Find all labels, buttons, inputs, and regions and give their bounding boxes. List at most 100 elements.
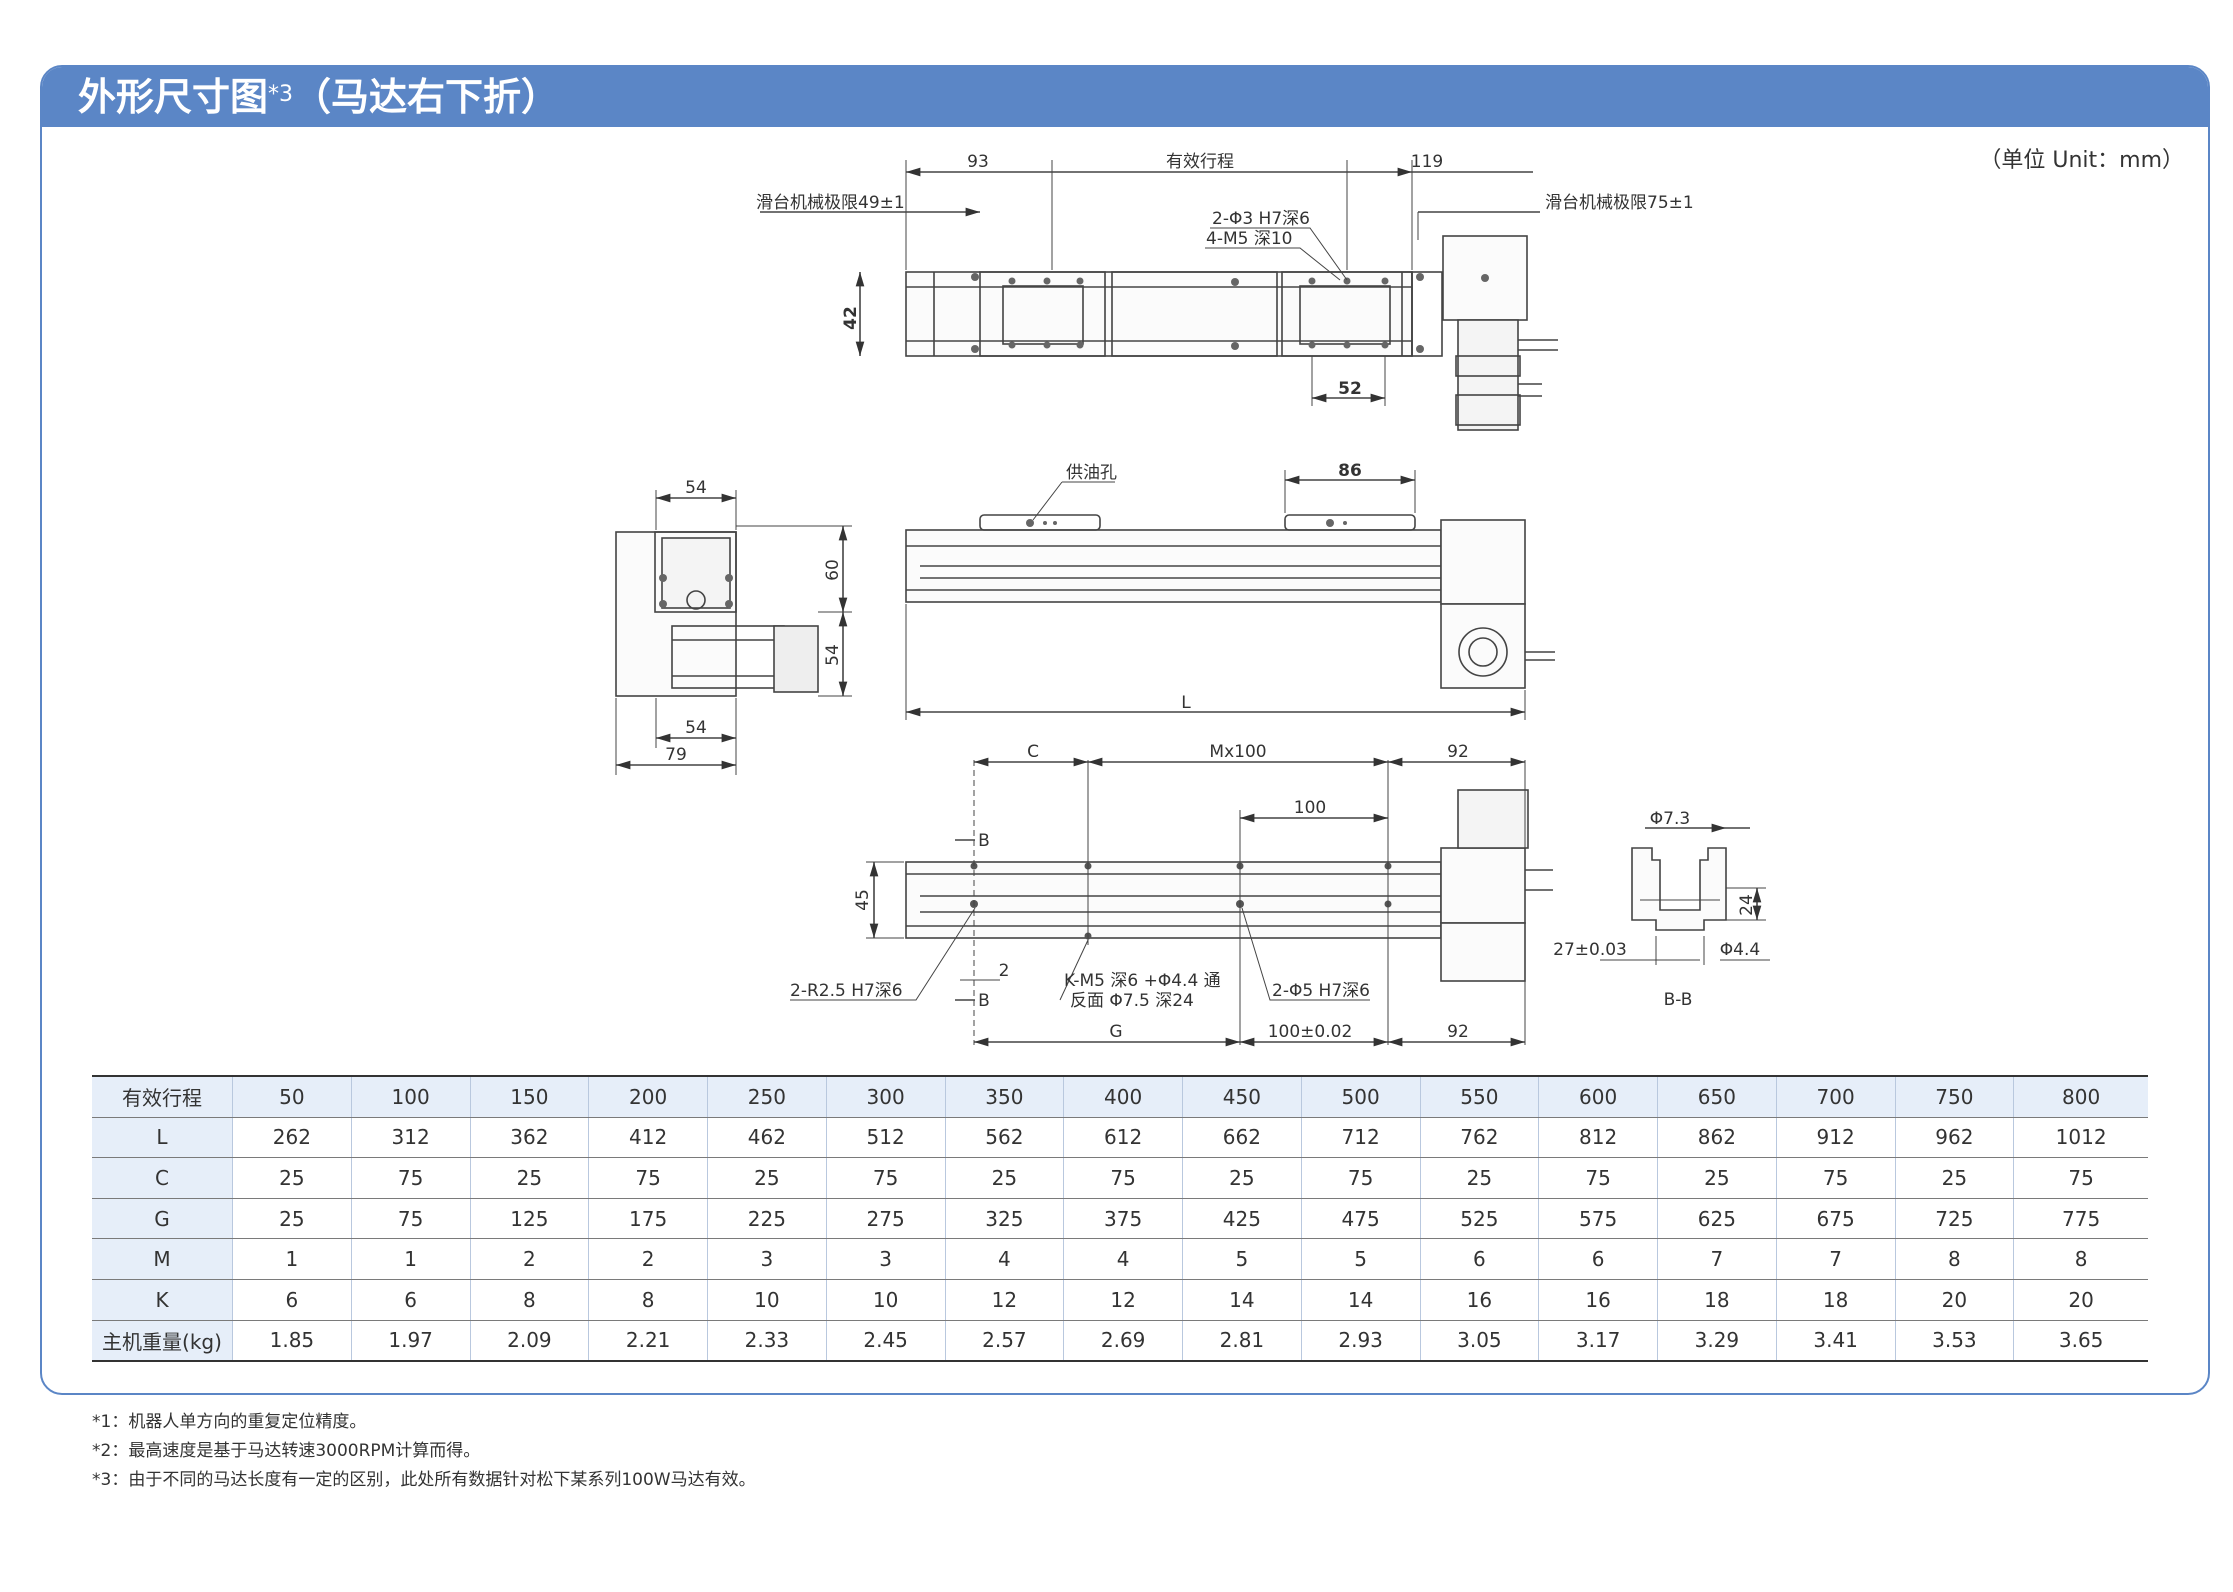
table-cell: 1 <box>232 1238 352 1280</box>
dim-end-54-bottom: 54 <box>685 718 707 738</box>
dim-side-86: 86 <box>1338 461 1362 481</box>
table-cell: 25 <box>707 1157 827 1199</box>
dim-bottom-100-tol: 100±0.02 <box>1268 1022 1353 1042</box>
dim-height-42: 42 <box>841 306 861 330</box>
table-header-cell: 150 <box>469 1074 589 1118</box>
table-cell: 75 <box>588 1157 708 1199</box>
table-header-cell: 750 <box>1894 1074 2014 1118</box>
table-cell: 912 <box>1775 1117 1895 1159</box>
table-cell: 7 <box>1657 1238 1777 1280</box>
table-cell: 1.97 <box>350 1320 470 1363</box>
row-label: K <box>92 1279 233 1321</box>
table-cell: 10 <box>707 1279 827 1321</box>
table-cell: 8 <box>2013 1238 2148 1280</box>
table-cell: 962 <box>1894 1117 2014 1159</box>
table-cell: 312 <box>350 1117 470 1159</box>
table-header-label: 有效行程 <box>92 1074 233 1118</box>
note-r25: 2-R2.5 H7深6 <box>790 981 903 1001</box>
table-cell: 412 <box>588 1117 708 1159</box>
dim-end-79: 79 <box>665 745 687 765</box>
table-cell: 75 <box>2013 1157 2148 1199</box>
panel-header: 外形尺寸图*3（马达右下折） <box>42 67 2208 127</box>
section-b-bottom: B <box>978 991 990 1011</box>
section-bb-label: B-B <box>1664 990 1693 1010</box>
table-cell: 5 <box>1182 1238 1302 1280</box>
drawing-labels: 93 有效行程 119 滑台机械极限49±1 滑台机械极限75±1 2-Φ3 H… <box>665 152 1760 1042</box>
table-cell: 2.33 <box>707 1320 827 1363</box>
table-cell: 462 <box>707 1117 827 1159</box>
table-cell: 512 <box>825 1117 945 1159</box>
table-cell: 25 <box>1894 1157 2014 1199</box>
note-phi5: 2-Φ5 H7深6 <box>1272 981 1370 1001</box>
dim-top-93: 93 <box>967 152 989 172</box>
holes-m5-label: 4-M5 深10 <box>1206 229 1292 249</box>
table-cell: 25 <box>232 1198 352 1240</box>
table-cell: 612 <box>1063 1117 1183 1159</box>
row-label: L <box>92 1117 233 1159</box>
footnote-1: *1：机器人单方向的重复定位精度。 <box>92 1412 367 1432</box>
table-cell: 75 <box>350 1157 470 1199</box>
table-header-cell: 300 <box>825 1074 945 1118</box>
table-cell: 175 <box>588 1198 708 1240</box>
table-header-cell: 500 <box>1300 1074 1420 1118</box>
unit-note: （单位 Unit：mm） <box>1979 148 2184 173</box>
end-view <box>615 490 852 775</box>
holes-pin-label: 2-Φ3 H7深6 <box>1212 209 1310 229</box>
table-cell: 25 <box>469 1157 589 1199</box>
table-cell: 5 <box>1300 1238 1420 1280</box>
table-cell: 8 <box>588 1279 708 1321</box>
table-cell: 6 <box>350 1279 470 1321</box>
section-b-top: B <box>978 831 990 851</box>
table-cell: 75 <box>1538 1157 1658 1199</box>
table-cell: 3.05 <box>1419 1320 1539 1363</box>
dim-top-119: 119 <box>1411 152 1443 172</box>
table-cell: 20 <box>2013 1279 2148 1321</box>
dim-section-27: 27±0.03 <box>1553 940 1627 960</box>
dim-end-54-side: 54 <box>823 644 843 666</box>
table-cell: 14 <box>1182 1279 1302 1321</box>
table-cell: 525 <box>1419 1198 1539 1240</box>
table-cell: 25 <box>1419 1157 1539 1199</box>
table-cell: 12 <box>1063 1279 1183 1321</box>
table-cell: 2 <box>469 1238 589 1280</box>
page-title: 外形尺寸图*3（马达右下折） <box>78 75 560 119</box>
dim-bottom-92-top: 92 <box>1447 742 1469 762</box>
dim-pitch-52: 52 <box>1338 379 1362 399</box>
table-header-cell: 350 <box>944 1074 1064 1118</box>
dim-side-length: L <box>1181 693 1191 713</box>
table-cell: 16 <box>1419 1279 1539 1321</box>
table-cell: 4 <box>1063 1238 1183 1280</box>
table-cell: 275 <box>825 1198 945 1240</box>
table-cell: 25 <box>1657 1157 1777 1199</box>
row-label: 主机重量(kg) <box>92 1320 233 1363</box>
table-cell: 75 <box>825 1157 945 1199</box>
table-cell: 625 <box>1657 1198 1777 1240</box>
table-cell: 3.41 <box>1775 1320 1895 1363</box>
table-cell: 3 <box>825 1238 945 1280</box>
dim-bottom-45: 45 <box>853 889 873 911</box>
dim-bottom-g: G <box>1109 1022 1122 1042</box>
table-cell: 325 <box>944 1198 1064 1240</box>
table-cell: 10 <box>825 1279 945 1321</box>
row-label: G <box>92 1198 233 1240</box>
table-cell: 3.65 <box>2013 1320 2148 1363</box>
limit-left-label: 滑台机械极限49±1 <box>756 193 905 213</box>
table-cell: 3.29 <box>1657 1320 1777 1363</box>
table-header-cell: 550 <box>1419 1074 1539 1118</box>
table-cell: 1.85 <box>232 1320 352 1363</box>
table-header-cell: 50 <box>232 1074 352 1118</box>
table-cell: 375 <box>1063 1198 1183 1240</box>
table-cell: 1012 <box>2013 1117 2148 1159</box>
section-view <box>1600 823 1770 965</box>
table-cell: 675 <box>1775 1198 1895 1240</box>
note-k-line1: K-M5 深6 +Φ4.4 通 <box>1064 971 1221 991</box>
table-cell: 225 <box>707 1198 827 1240</box>
table-cell: 75 <box>350 1198 470 1240</box>
table-cell: 75 <box>1063 1157 1183 1199</box>
footnotes: *1：机器人单方向的重复定位精度。 *2：最高速度是基于马达转速3000RPM计… <box>92 1408 756 1495</box>
table-cell: 3.17 <box>1538 1320 1658 1363</box>
